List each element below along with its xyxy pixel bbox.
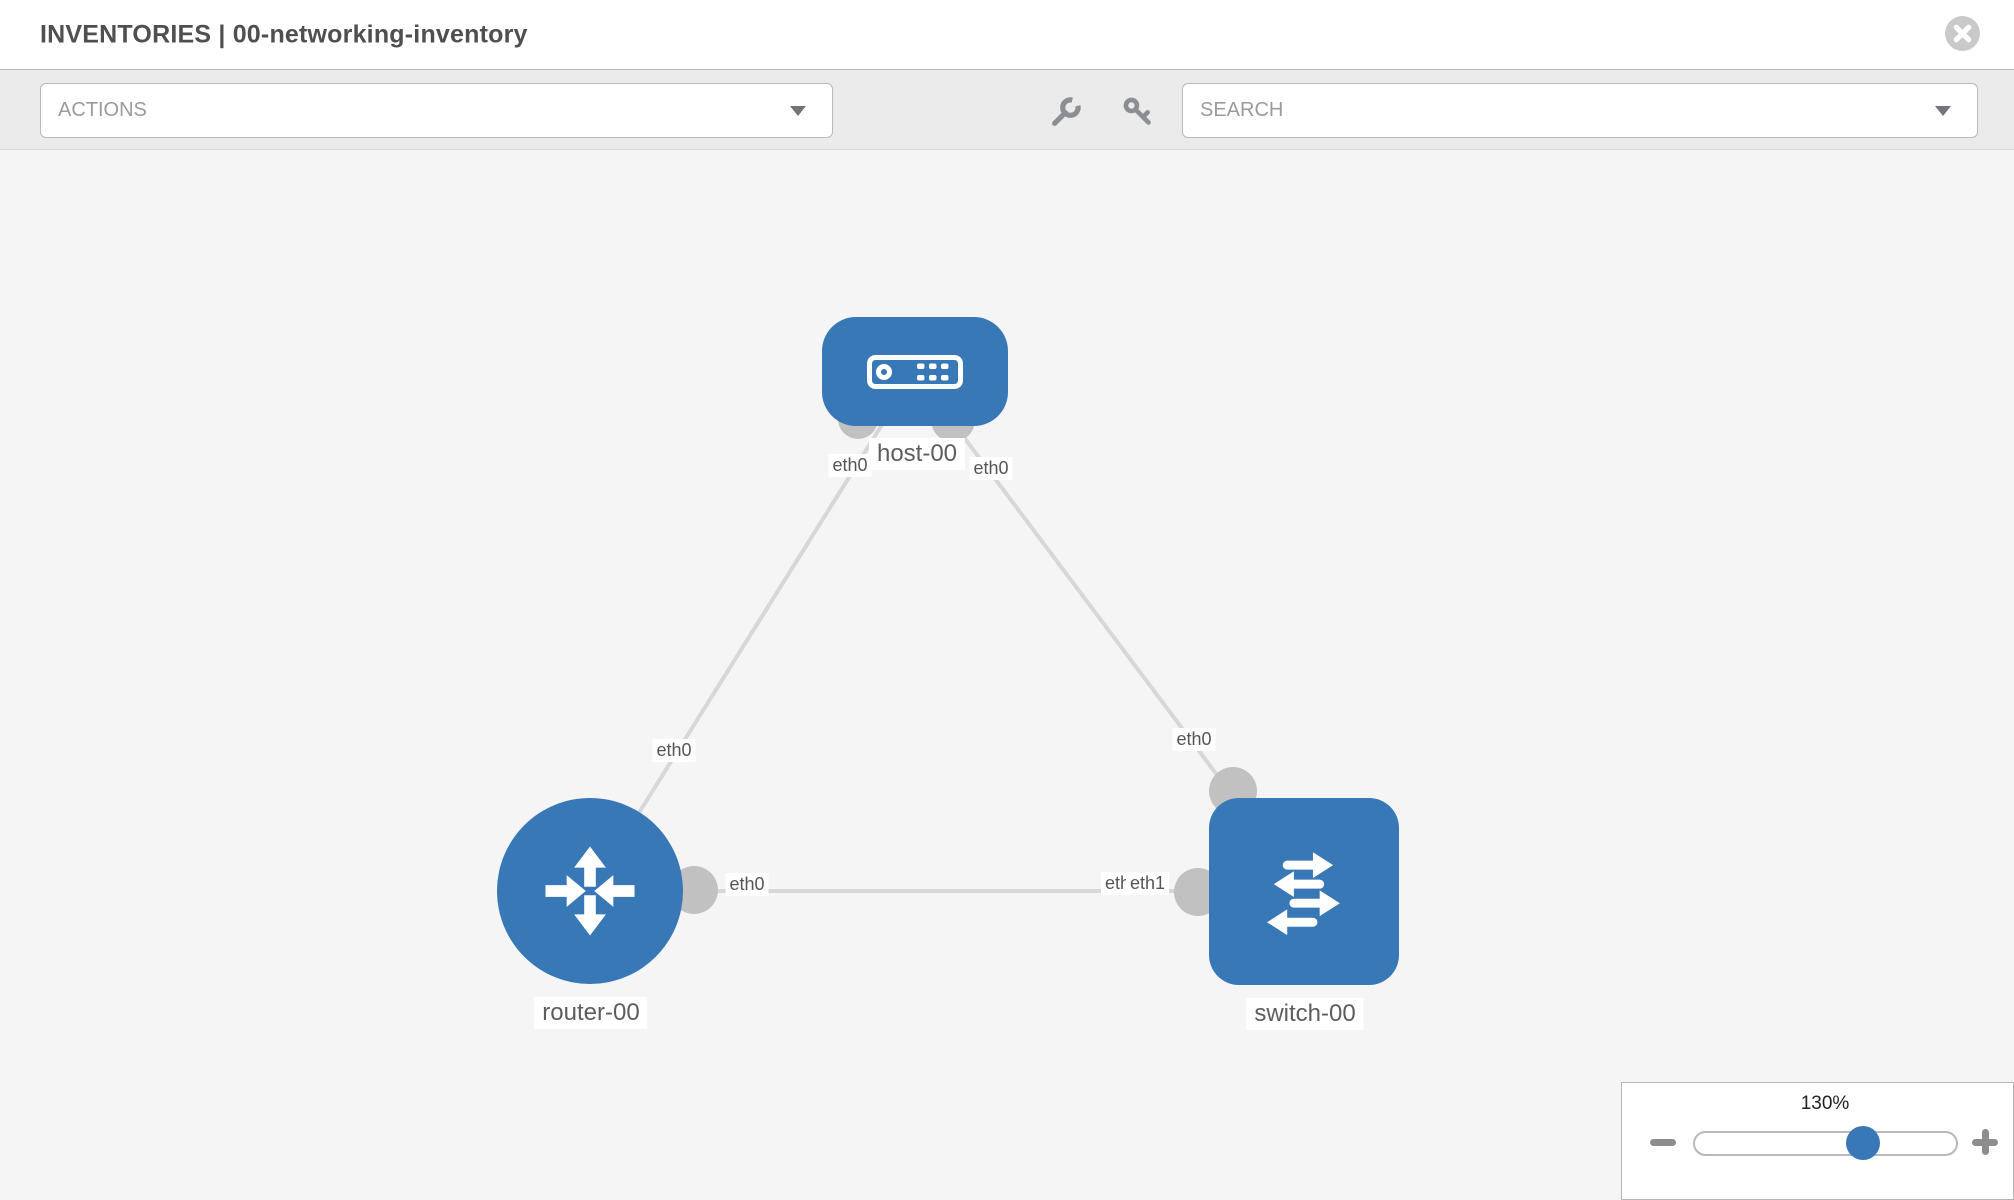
zoom-level-value: 130%: [1800, 1093, 1850, 1114]
interface-label: eth0: [725, 873, 769, 896]
zoom-in-button[interactable]: [1972, 1129, 1998, 1155]
zoom-slider-track[interactable]: [1693, 1131, 1958, 1156]
actions-dropdown[interactable]: ACTIONS: [40, 83, 833, 138]
interface-label: eth0: [652, 739, 696, 762]
node-label-host-00: host-00: [868, 438, 966, 470]
node-switch-00[interactable]: [1209, 798, 1399, 985]
chevron-down-icon: [790, 105, 806, 116]
interface-label: eth0: [1172, 728, 1216, 751]
header: INVENTORIES | 00-networking-inventory: [0, 0, 2014, 70]
toolbar: ACTIONS SEARCH: [0, 70, 2014, 150]
zoom-control-panel: 130%: [1621, 1082, 2014, 1200]
search-dropdown[interactable]: SEARCH: [1182, 83, 1978, 138]
zoom-out-button[interactable]: [1650, 1139, 1676, 1146]
interface-label: eth0: [969, 457, 1013, 480]
close-icon: [1945, 16, 1980, 51]
chevron-down-icon: [1935, 105, 1951, 116]
close-button[interactable]: [1944, 15, 1981, 52]
topology-edges-layer: [588, 370, 1306, 916]
zoom-slider-thumb[interactable]: [1846, 1126, 1880, 1160]
actions-dropdown-label: ACTIONS: [58, 99, 147, 121]
wrench-icon: [1052, 97, 1081, 126]
node-label-switch-00: switch-00: [1246, 998, 1364, 1030]
page-title: INVENTORIES | 00-networking-inventory: [40, 20, 528, 48]
configure-button[interactable]: [1048, 95, 1084, 131]
search-dropdown-label: SEARCH: [1200, 99, 1284, 121]
node-host-00[interactable]: [822, 317, 1008, 426]
interface-label: eth0: [828, 454, 872, 477]
switch-arrows-icon: [1267, 851, 1340, 935]
server-icon: [867, 354, 963, 389]
topology-canvas[interactable]: eth0 eth0 eth0 eth0 eth0 eth0 eth1 host-…: [0, 150, 2014, 1200]
router-arrows-icon: [545, 846, 635, 936]
credentials-button[interactable]: [1119, 95, 1155, 131]
interface-label: eth1: [1126, 872, 1170, 895]
node-router-00[interactable]: [497, 798, 683, 984]
node-label-router-00: router-00: [534, 997, 648, 1029]
key-icon: [1123, 97, 1151, 125]
